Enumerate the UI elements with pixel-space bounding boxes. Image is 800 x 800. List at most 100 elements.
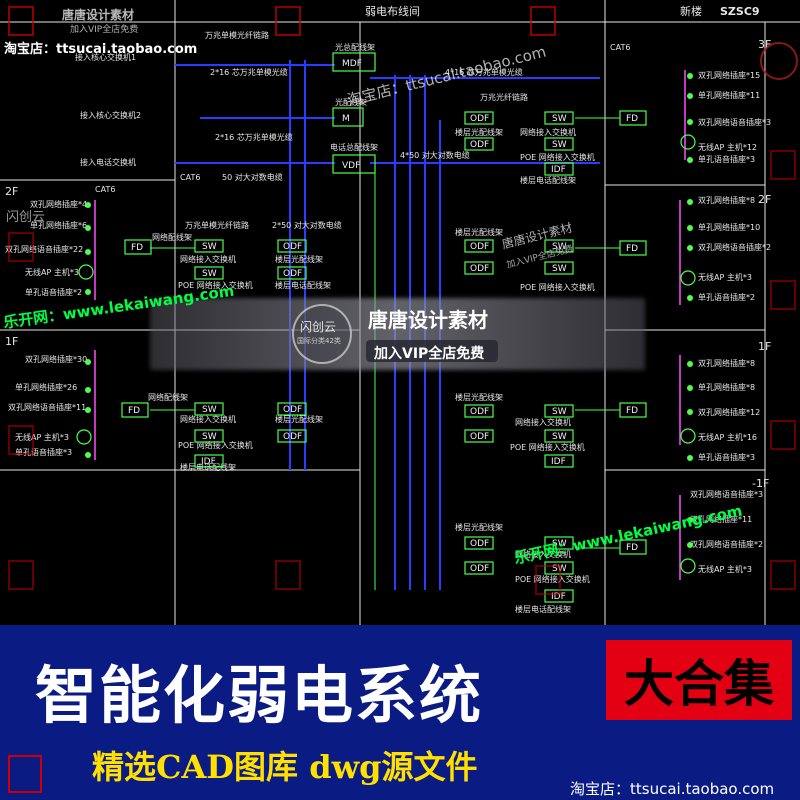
svg-text:单孔网络插座*8: 单孔网络插座*8 [698,382,755,392]
svg-text:VDF: VDF [342,161,360,171]
svg-text:FD: FD [626,114,638,124]
svg-text:楼层光配线架: 楼层光配线架 [455,522,503,532]
svg-text:FD: FD [626,406,638,416]
svg-text:双孔网络语音插座*2: 双孔网络语音插座*2 [698,242,771,252]
svg-text:SW: SW [202,269,217,279]
brand-mid-pill [366,340,498,362]
svg-text:ODF: ODF [470,539,489,549]
svg-text:网络接入交换机: 网络接入交换机 [515,417,571,427]
svg-text:ODF: ODF [470,407,489,417]
svg-text:单孔语音插座*3: 单孔语音插座*3 [698,452,755,462]
svg-text:FD: FD [626,543,638,553]
floor-1f: 1F [758,340,771,353]
svg-text:楼层光配线架: 楼层光配线架 [275,414,323,424]
mcs-box: M [332,107,364,127]
svg-text:IDF: IDF [551,457,566,467]
note-poe-3f: POE 网络接入交换机 [520,152,595,162]
svg-text:ODF: ODF [470,140,489,150]
svg-text:楼层光配线架: 楼层光配线架 [455,227,503,237]
note-fiber-link: 万兆光纤链路 [480,92,528,102]
svg-text:单孔网络插座*11: 单孔网络插座*11 [698,90,760,100]
left-1f-block: 双孔网络插座*30 单孔网络插座*26 双孔网络语音插座*11 无线AP 主机*… [8,354,323,472]
svg-text:ODF: ODF [470,114,489,124]
svg-text:POE 网络接入交换机: POE 网络接入交换机 [178,280,253,290]
svg-text:单孔语音插座*2: 单孔语音插座*2 [698,292,755,302]
svg-text:ODF: ODF [283,432,302,442]
svg-text:单孔网络插座*10: 单孔网络插座*10 [698,222,760,232]
svg-text:双孔网络插座*15: 双孔网络插座*15 [698,70,760,80]
svg-text:无线AP 主机*3: 无线AP 主机*3 [15,432,69,442]
wiring-diagram: 弱电布线间 新楼 SZSC9 3F 2F 1F -1F 2F 1F 万兆单模光纤… [0,0,800,625]
svg-text:ODF: ODF [470,564,489,574]
note-mcs: 光配线架 [335,97,367,107]
banner-subtitle: 精选CAD图库 dwg源文件 [92,748,478,786]
svg-text:网络配线架: 网络配线架 [148,392,188,402]
svg-text:双孔网络语音插座*11: 双孔网络语音插座*11 [8,402,86,412]
center-3f-devices: ODF ODF SW SW IDF [464,111,574,176]
outlet-symbols [85,73,693,548]
svg-text:无线AP 主机*3: 无线AP 主机*3 [698,272,752,282]
svg-text:双孔网络插座*8: 双孔网络插座*8 [698,195,755,205]
svg-text:CAT6: CAT6 [95,185,115,194]
svg-text:双孔网络插座*11: 双孔网络插座*11 [690,514,752,524]
right-b1-block: 双孔网络语音插座*3 双孔网络插座*11 双孔网络语音插座*2 无线AP 主机*… [619,489,763,574]
svg-text:双孔网络语音插座*2: 双孔网络语音插座*2 [690,539,763,549]
floor-2f: 2F [758,193,771,206]
green-links [150,117,620,590]
header-code: SZSC9 [720,5,760,18]
svg-text:单孔网络插座*6: 单孔网络插座*6 [30,220,87,230]
svg-text:双孔网络插座*30: 双孔网络插座*30 [25,354,87,364]
note-odf-3f: 楼层光配线架 [455,127,503,137]
svg-text:楼层光配线架: 楼层光配线架 [275,254,323,264]
shanchuang-watermark-2: 闪创云 [6,210,46,225]
svg-text:CAT6: CAT6 [610,43,630,52]
brand-watermark-top-sub: 加入VIP全店免费 [70,25,139,35]
svg-text:POE 网络接入交换机: POE 网络接入交换机 [520,282,595,292]
shanchuang-logo-sub: 国际分类42类 [297,337,341,345]
svg-text:无线AP 主机*3: 无线AP 主机*3 [698,564,752,574]
svg-text:无线AP 主机*3: 无线AP 主机*3 [25,267,79,277]
svg-text:SW: SW [552,264,567,274]
svg-text:ODF: ODF [283,405,302,415]
svg-text:SW: SW [552,407,567,417]
center-1f-devices: 楼层光配线架 ODF ODF SW SW IDF 网络接入交换机 POE 网络接… [455,392,585,468]
note-core1: 接入核心交换机1 [75,52,136,62]
svg-text:SW: SW [202,242,217,252]
svg-text:ODF: ODF [283,269,302,279]
note-cat6: CAT6 [180,173,200,182]
svg-text:双孔网络插座*12: 双孔网络插座*12 [698,407,760,417]
center-2f-devices: 楼层光配线架 ODF ODF SW SW POE 网络接入交换机 [455,227,595,292]
note-cable1: 万兆单模光纤链路 [205,30,269,40]
magenta-cables [94,70,686,580]
shanchuang-logo [292,304,352,364]
svg-text:SW: SW [552,140,567,150]
note-phone-sw: 接入电话交换机 [80,157,136,167]
note-sw-3f: 网络接入交换机 [520,127,576,137]
svg-text:万兆单模光纤链路: 万兆单模光纤链路 [185,220,249,230]
note-mdf: 光总配线架 [335,42,375,52]
svg-text:网络接入交换机: 网络接入交换机 [180,254,236,264]
floor-b1: -1F [752,477,769,490]
svg-text:SW: SW [202,405,217,415]
brand-watermark-mid: 唐唐设计素材 [368,308,488,332]
banner-badge: 大合集 [606,640,792,720]
brand-watermark-mid-sub: 加入VIP全店免费 [374,346,485,362]
svg-text:IDF: IDF [551,592,566,602]
svg-text:ODF: ODF [470,432,489,442]
shanchuang-logo-text: 闪创云 [300,320,337,334]
header-center: 弱电布线间 [365,4,420,18]
note-idf-3f: 楼层电话配线架 [520,175,576,185]
left-floor-2f: 2F [5,185,18,198]
svg-text:双孔网络语音插座*22: 双孔网络语音插座*22 [5,244,83,254]
svg-text:楼层电话配线架: 楼层电话配线架 [275,280,331,290]
shop-watermark-top-left: 淘宝店：ttsucai.taobao.com [4,42,198,57]
banner-logo-icon [8,755,42,793]
left-floor-1f: 1F [5,335,18,348]
svg-text:FD: FD [128,406,140,416]
svg-text:双孔网络语音插座*3: 双孔网络语音插座*3 [698,117,771,127]
svg-text:IDF: IDF [551,165,566,175]
note-tel: 50 对大对数电缆 [222,172,283,182]
banner-title: 智能化弱电系统 [35,659,484,732]
note-cable3: 2*16 芯万兆单模光缆 [215,132,293,142]
note-vdf: 电话总配线架 [330,142,378,152]
